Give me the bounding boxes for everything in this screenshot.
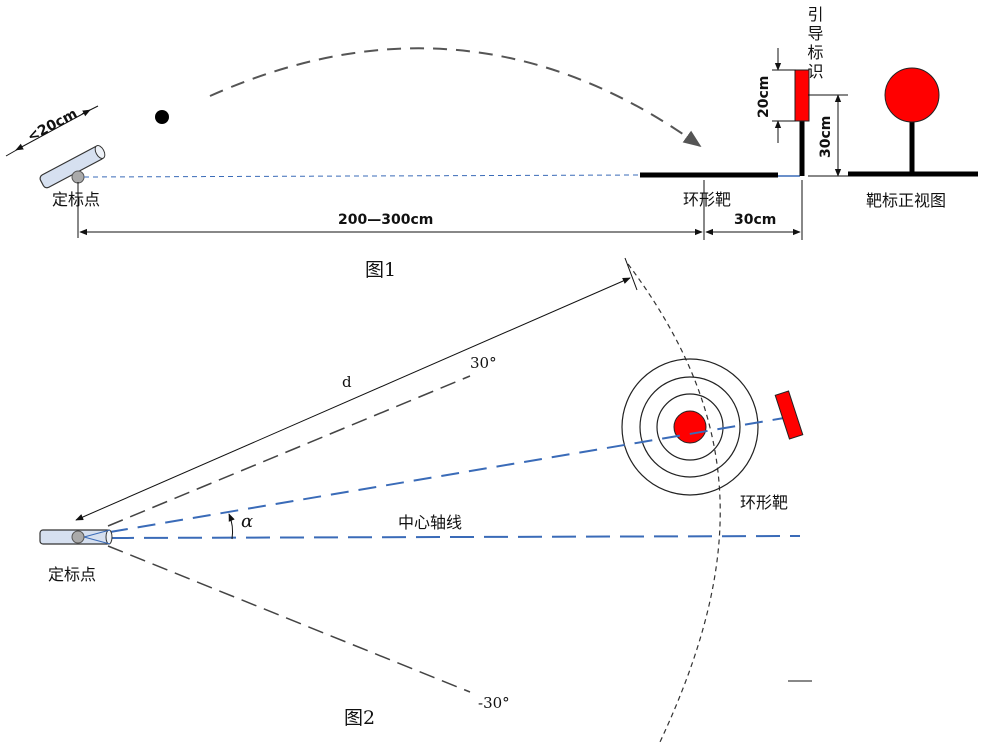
tube-length-label: <20cm bbox=[25, 106, 80, 146]
guide-height-label: 20cm bbox=[756, 76, 772, 118]
pole-height-dimension: 30cm bbox=[808, 94, 848, 177]
calib-point-label-2: 定标点 bbox=[48, 565, 96, 584]
projectile-ball bbox=[155, 110, 169, 124]
pole-height-label: 30cm bbox=[818, 116, 834, 158]
guide-mark-top-view bbox=[774, 390, 804, 440]
sight-baseline bbox=[83, 174, 641, 178]
guide-height-dimension: 20cm bbox=[756, 48, 796, 143]
distance-label: 200—300cm bbox=[338, 212, 433, 228]
distance-d-tick bbox=[624, 257, 638, 291]
calib-point-marker-2 bbox=[71, 530, 85, 544]
front-view-label: 靶标正视图 bbox=[866, 191, 946, 210]
ring-target-top-view bbox=[621, 358, 759, 496]
aim-line bbox=[109, 417, 785, 533]
angle-limit-bottom bbox=[107, 545, 471, 693]
figure-1: <20cm 环形靶 引导标识 20cm bbox=[5, 6, 978, 281]
angle-limit-top bbox=[107, 375, 471, 527]
distance-d-label: d bbox=[342, 373, 352, 391]
figure-2-caption: 图2 bbox=[344, 707, 375, 729]
figure-1-caption: 图1 bbox=[365, 259, 396, 281]
center-axis-label: 中心轴线 bbox=[398, 513, 462, 532]
ring-target-label-2: 环形靶 bbox=[740, 493, 788, 512]
center-axis bbox=[109, 535, 801, 539]
calib-point-marker bbox=[71, 170, 85, 184]
guide-mark bbox=[794, 69, 810, 176]
distance-d-line bbox=[75, 277, 631, 521]
tube-length-dimension: <20cm bbox=[5, 105, 99, 157]
alpha-arc bbox=[228, 513, 235, 540]
angle-bottom-label: -30° bbox=[478, 694, 510, 712]
offset-label: 30cm bbox=[734, 212, 776, 228]
target-front-view bbox=[848, 67, 978, 177]
trajectory-arc bbox=[209, 47, 702, 148]
figure-2: d 30° -30° 环形靶 中心轴线 α bbox=[39, 257, 812, 743]
range-arc bbox=[627, 263, 721, 743]
guide-mark-label: 引导标识 bbox=[805, 6, 824, 82]
ring-target-label: 环形靶 bbox=[683, 190, 731, 209]
launcher-tube bbox=[39, 145, 106, 189]
calib-point-label: 定标点 bbox=[52, 190, 100, 209]
alpha-label: α bbox=[241, 511, 253, 532]
angle-top-label: 30° bbox=[470, 354, 497, 372]
distance-dimension: 200—300cm 30cm bbox=[77, 180, 803, 240]
